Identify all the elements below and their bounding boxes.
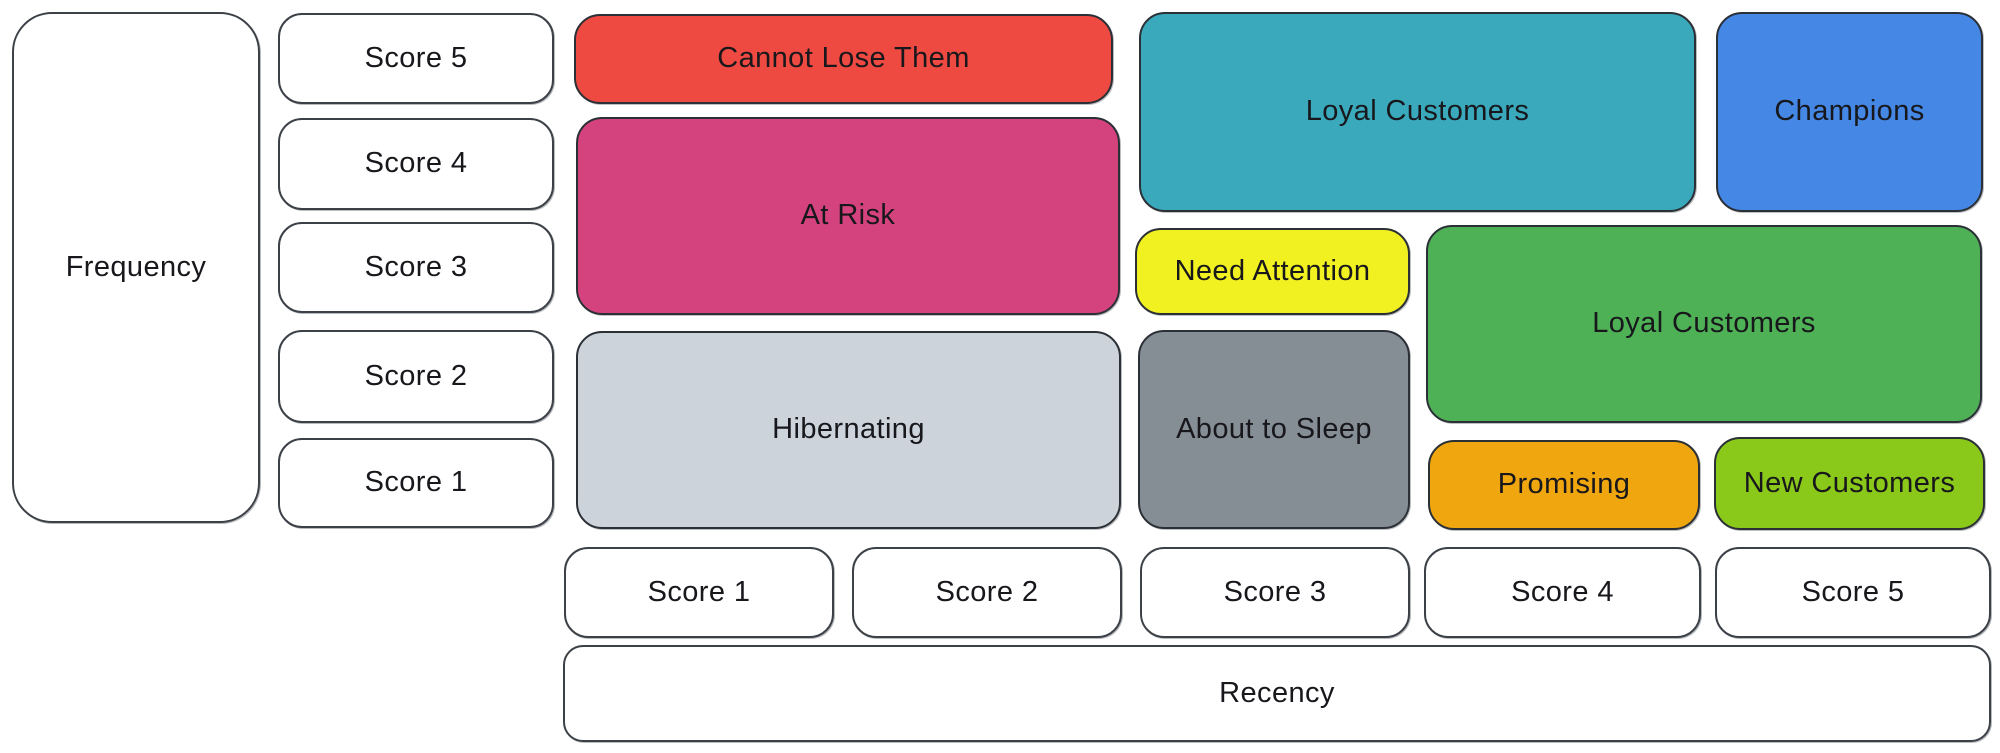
segment-cannot-lose-them: Cannot Lose Them (574, 14, 1113, 104)
segment-loyal-customers-right: Loyal Customers (1426, 225, 1982, 423)
segment-loyal-customers-top: Loyal Customers (1139, 12, 1696, 212)
segment-new-customers: New Customers (1714, 437, 1985, 530)
segment-promising: Promising (1428, 440, 1700, 530)
recency-score-1: Score 1 (564, 547, 834, 638)
frequency-score-4: Score 4 (278, 118, 554, 210)
recency-score-3: Score 3 (1140, 547, 1410, 638)
frequency-score-3: Score 3 (278, 222, 554, 313)
segment-at-risk: At Risk (576, 117, 1120, 315)
recency-axis-label: Recency (563, 645, 1991, 742)
frequency-score-5: Score 5 (278, 13, 554, 104)
recency-score-5: Score 5 (1715, 547, 1991, 638)
segment-champions: Champions (1716, 12, 1983, 212)
recency-score-2: Score 2 (852, 547, 1122, 638)
segment-need-attention: Need Attention (1135, 228, 1410, 315)
frequency-score-2: Score 2 (278, 330, 554, 423)
recency-score-4: Score 4 (1424, 547, 1701, 638)
frequency-score-1: Score 1 (278, 438, 554, 528)
segment-about-to-sleep: About to Sleep (1138, 330, 1410, 529)
segment-hibernating: Hibernating (576, 331, 1121, 529)
frequency-axis-label: Frequency (12, 12, 260, 523)
